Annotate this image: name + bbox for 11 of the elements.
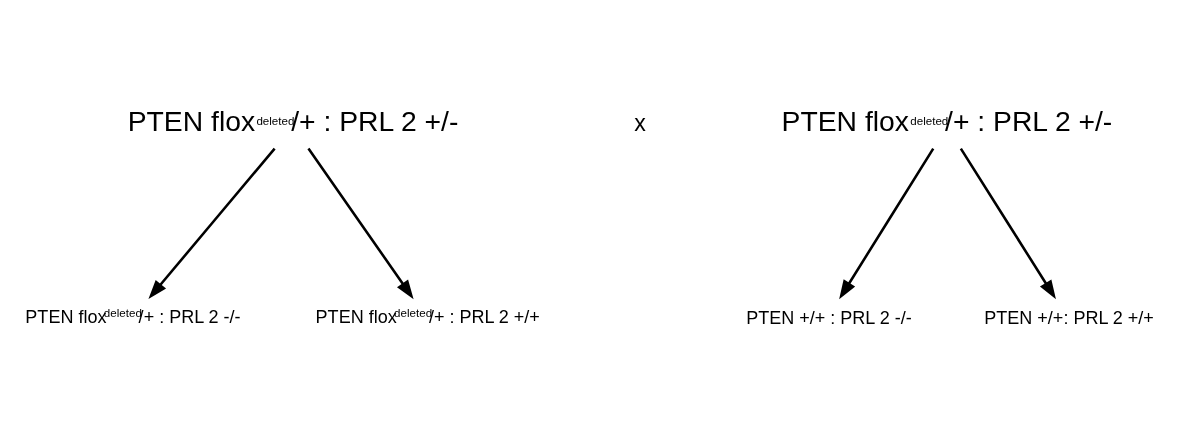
arrow: [959, 147, 1056, 300]
node-text: PTEN flox$^{deleted}$/+ : PRL 2 +/-: [781, 105, 1113, 138]
node-text: PTEN +/+ : PRL 2 -/-: [746, 308, 912, 329]
node-text: PTEN flox$^{deleted}$/+ : PRL 2 -/-: [25, 307, 241, 328]
arrow: [307, 147, 414, 300]
node-text: PTEN +/+: PRL 2 +/+: [984, 308, 1154, 329]
node-text: PTEN flox$^{deleted}$/+ : PRL 2 +/-: [127, 105, 459, 138]
arrow: [839, 147, 935, 300]
label: x: [634, 109, 646, 136]
arrow: [148, 147, 276, 300]
node-text: PTEN flox$^{deleted}$/+ : PRL 2 +/+: [315, 307, 540, 328]
